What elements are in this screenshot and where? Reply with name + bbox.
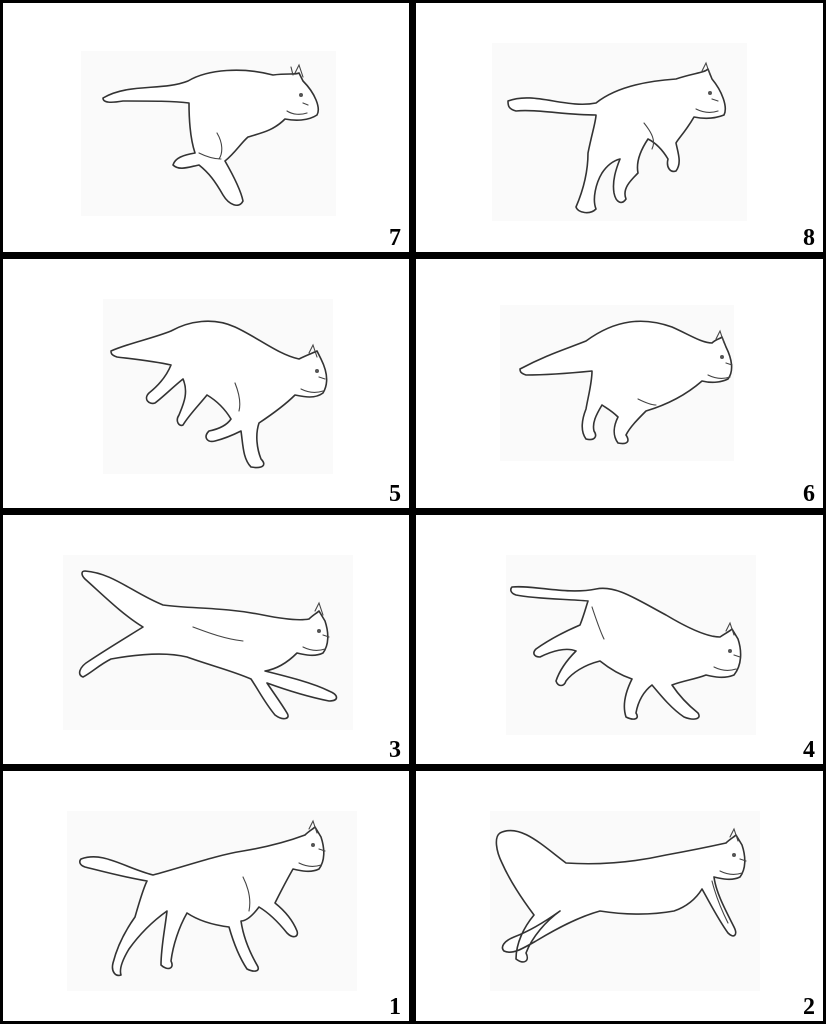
- frame-panel-2: 2: [416, 771, 823, 1021]
- frame-number: 2: [803, 994, 815, 1020]
- cat-run-drawing-frame-6: [500, 305, 734, 461]
- cat-run-drawing-frame-8: [492, 43, 747, 221]
- frame-panel-1: 1: [3, 771, 409, 1021]
- frame-number: 7: [389, 225, 401, 251]
- frame-number: 4: [803, 737, 815, 763]
- cat-run-drawing-frame-2: [490, 811, 760, 991]
- frame-panel-3: 3: [3, 515, 409, 764]
- frame-panel-5: 5: [3, 259, 409, 508]
- cat-run-drawing-frame-1: [67, 811, 357, 991]
- frame-panel-6: 6: [416, 259, 823, 508]
- cat-run-drawing-frame-4: [506, 555, 756, 735]
- cat-run-drawing-frame-3: [63, 555, 353, 730]
- frame-number: 5: [389, 481, 401, 507]
- frame-number: 3: [389, 737, 401, 763]
- frame-number: 1: [389, 994, 401, 1020]
- frame-panel-8: 8: [416, 3, 823, 252]
- frame-number: 6: [803, 481, 815, 507]
- frame-number: 8: [803, 225, 815, 251]
- frame-panel-4: 4: [416, 515, 823, 764]
- frame-panel-7: 7: [3, 3, 409, 252]
- cat-run-drawing-frame-5: [103, 299, 333, 474]
- cat-run-drawing-frame-7: [81, 51, 336, 216]
